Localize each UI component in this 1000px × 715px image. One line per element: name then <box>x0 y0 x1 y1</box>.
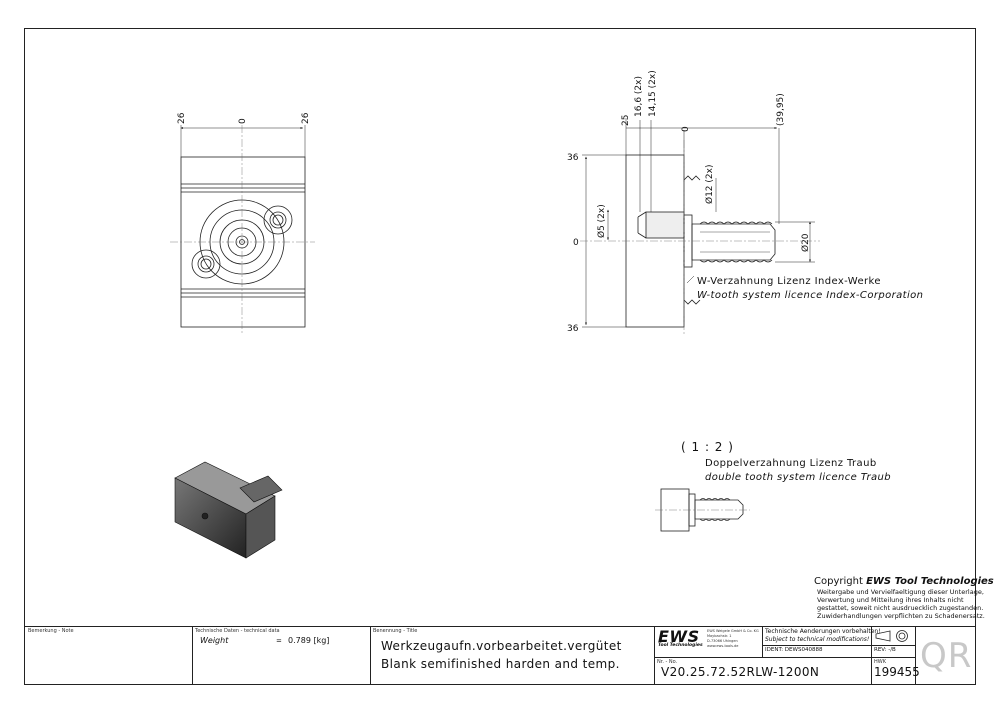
copyright-line: gestattet, soweit nicht ausdruecklich zu… <box>817 604 984 612</box>
side-view <box>582 118 815 328</box>
company-line: www.ews-tools.de <box>707 644 739 648</box>
title-block-row-rule <box>871 645 915 646</box>
copyright-prefix: Copyright <box>814 576 863 587</box>
dim-25: 25 <box>621 115 631 126</box>
title-block-divider <box>370 626 371 685</box>
logo-sub: Tool Technologies <box>658 643 703 648</box>
weight-equals: = <box>276 637 282 645</box>
hwk-number: 199455 <box>874 665 920 679</box>
projection-symbol-icon <box>875 630 908 642</box>
ews-logo: EWS Tool Technologies <box>658 627 704 649</box>
company-line: Maybachstr. 1 <box>707 634 732 638</box>
title-en: Blank semifinished harden and temp. <box>381 657 620 671</box>
drawing-sheet-border <box>24 28 976 685</box>
dim-front-left: 26 <box>177 112 187 124</box>
hwk-label: HWK <box>874 659 886 665</box>
dim-36-bottom: 36 <box>567 324 579 334</box>
dim-36-top: 36 <box>567 153 579 163</box>
copyright-text: Weitergabe und Vervielfaeltigung dieser … <box>817 588 985 620</box>
copyright-line: Weitergabe und Vervielfaeltigung dieser … <box>817 588 984 596</box>
front-view <box>180 125 306 328</box>
dim-14-15: 14,15 (2x) <box>648 70 658 117</box>
changes-en: Subject to technical modifications! <box>765 636 870 643</box>
copyright-line: Verwertung und Mitteilung ihres Inhalts … <box>817 596 964 604</box>
copyright-brand: EWS Tool Technologies <box>866 576 994 587</box>
tech-data-label: Technische Daten - technical data <box>195 628 280 634</box>
dim-dia5: Ø5 (2x) <box>596 204 607 238</box>
title-label: Benennung - Title <box>373 628 418 634</box>
dim-39-95: (39,95) <box>776 93 786 126</box>
copyright-line: Zuwiderhandlungen verpflichten zu Schade… <box>817 612 985 620</box>
copyright-heading: Copyright EWS Tool Technologies <box>814 576 994 587</box>
title-block-divider <box>915 626 916 685</box>
note-label: Bemerkung - Note <box>28 628 74 634</box>
dim-dia12: Ø12 (2x) <box>704 165 715 204</box>
detail-scale: ( 1 : 2 ) <box>681 440 734 454</box>
note-double-tooth-en: double tooth system licence Traub <box>705 472 892 483</box>
title-block-top-rule <box>24 626 976 627</box>
dim-front-center: 0 <box>238 118 248 124</box>
note-w-tooth-en: W-tooth system licence Index-Corporation <box>697 290 924 301</box>
title-block-divider <box>654 626 655 685</box>
weight-label: Weight <box>200 636 229 645</box>
revision: REV: -/B <box>874 647 896 653</box>
title-block-divider <box>192 626 193 685</box>
changes-de: Technische Aenderungen vorbehalten! <box>765 628 881 635</box>
dim-v0: 0 <box>573 238 579 248</box>
note-w-tooth-de: W-Verzahnung Lizenz Index-Werke <box>697 276 881 287</box>
title-de: Werkzeugaufn.vorbearbeitet.vergütet <box>381 639 622 653</box>
company-address: EWS Weigele GmbH & Co. KG Maybachstr. 1 … <box>707 629 759 649</box>
company-line: EWS Weigele GmbH & Co. KG <box>707 629 759 633</box>
weight-value: 0.789 [kg] <box>288 636 330 645</box>
note-double-tooth-de: Doppelverzahnung Lizenz Traub <box>705 458 877 469</box>
title-block-divider <box>762 626 763 657</box>
title-block-divider <box>871 626 872 685</box>
ident-code: IDENT: DEWS040888 <box>765 647 823 653</box>
logo-mark: EWS <box>658 627 700 646</box>
dim-front-right: 26 <box>301 112 311 124</box>
dim-16-6: 16,6 (2x) <box>634 76 644 117</box>
title-block-row-rule <box>654 657 915 658</box>
dim-dia20: Ø20 <box>800 233 811 252</box>
part-number: V20.25.72.52RLW-1200N <box>661 665 820 679</box>
title-block-row-rule <box>762 645 871 646</box>
qr-placeholder: QR <box>920 636 973 676</box>
isometric-view <box>174 461 283 559</box>
number-label: Nr. - No. <box>657 659 678 665</box>
dim-side-0: 0 <box>681 126 691 132</box>
company-line: D-73066 Uhingen <box>707 639 738 643</box>
